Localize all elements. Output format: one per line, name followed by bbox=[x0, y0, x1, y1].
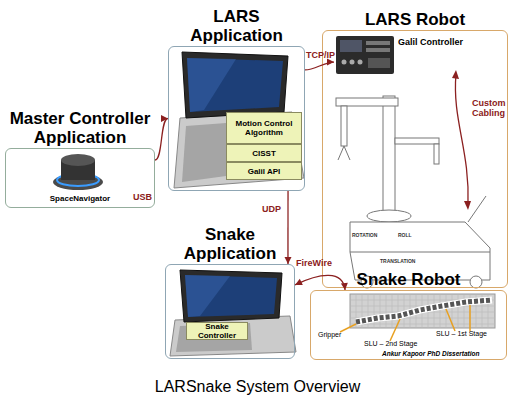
lars-laptop-illustration bbox=[187, 58, 283, 112]
galil-controller-illustration bbox=[340, 40, 362, 52]
galil-controller-illustration bbox=[342, 60, 347, 65]
connector-label: USB bbox=[133, 192, 152, 202]
controller-unit: Galil Controller bbox=[334, 33, 474, 77]
custom-cabling-wire bbox=[452, 70, 459, 79]
lars-laptop-illustration bbox=[187, 58, 236, 112]
lars-robot-illustration bbox=[350, 252, 490, 253]
snake-leader-lines bbox=[340, 324, 356, 332]
node-heading: Master Controller Application bbox=[0, 109, 165, 147]
lars-laptop-illustration bbox=[182, 52, 288, 118]
connector-label: FireWire bbox=[296, 258, 332, 268]
custom-cabling-wire bbox=[452, 70, 471, 210]
node-heading: LARS Application bbox=[184, 7, 289, 45]
galil-controller-illustration bbox=[336, 36, 394, 74]
spacenavigator-illustration bbox=[53, 154, 103, 190]
arrow-head bbox=[341, 283, 348, 290]
galil-controller-illustration bbox=[366, 48, 390, 52]
lars-robot-illustration bbox=[383, 96, 395, 216]
robot-box: LARS RobotGalil Controller bbox=[322, 30, 508, 288]
snake-robot-illustration bbox=[350, 294, 495, 328]
lars-robot-illustration bbox=[367, 210, 411, 222]
lars-robot-illustration bbox=[338, 146, 344, 160]
lars-robot-illustration bbox=[434, 144, 439, 164]
snake-leader-lines bbox=[446, 309, 455, 331]
part-label: SLU – 2nd Stage bbox=[364, 340, 417, 347]
snake-laptop-illustration bbox=[185, 275, 230, 317]
galil-controller-illustration bbox=[368, 58, 390, 68]
node-text: Motion Control Algorithm bbox=[228, 119, 300, 137]
connector-arrow bbox=[305, 59, 334, 70]
lars-robot-illustration bbox=[336, 96, 490, 288]
lars-robot-illustration bbox=[395, 138, 439, 144]
lars-laptop-illustration bbox=[182, 123, 226, 182]
arrow-head bbox=[295, 279, 303, 285]
node-heading: Snake Application bbox=[178, 225, 283, 263]
motion-label: TRANSLATION bbox=[380, 258, 415, 264]
node-text: Snake Controller bbox=[188, 322, 246, 340]
motion-label: ROLL bbox=[398, 232, 412, 238]
snake-leader-lines bbox=[469, 305, 471, 331]
lars-laptop-illustration bbox=[174, 112, 304, 188]
application-box: Master Controller ApplicationSpaceNaviga… bbox=[5, 148, 155, 208]
connector-label: TCP/IP bbox=[306, 50, 335, 60]
connector-label: UDP bbox=[262, 204, 281, 214]
snake-leader-lines bbox=[390, 319, 400, 341]
custom-cabling-wire bbox=[464, 201, 471, 210]
snake-robot-illustration bbox=[356, 300, 492, 322]
connector-line bbox=[305, 62, 334, 70]
part-label: SLU – 1st Stage bbox=[436, 330, 487, 337]
application-box: Snake ApplicationSnake Controller bbox=[165, 264, 295, 359]
snake-robot-illustration bbox=[350, 294, 495, 328]
node-text: Galil API bbox=[248, 167, 281, 176]
application-box: LARS ApplicationMotion Control Algorithm… bbox=[168, 46, 305, 191]
lars-robot-illustration bbox=[470, 276, 482, 288]
lars-laptop-illustration bbox=[174, 52, 304, 188]
snake-robot-illustration bbox=[350, 294, 495, 328]
figure-caption: LARSnake System Overview bbox=[0, 378, 515, 396]
node-heading: LARS Robot bbox=[340, 10, 490, 29]
node-text: CISST bbox=[252, 149, 276, 158]
part-label: Gripper bbox=[318, 331, 341, 338]
lars-robot-illustration bbox=[468, 196, 486, 222]
snake-laptop-illustration bbox=[170, 270, 296, 356]
snake-laptop-illustration bbox=[170, 316, 296, 356]
galil-controller-illustration bbox=[358, 60, 363, 65]
motion-label: ROTATION bbox=[352, 232, 377, 238]
galil-controller-illustration bbox=[366, 41, 390, 45]
software-layer-box: Galil API bbox=[226, 162, 302, 180]
snake-laptop-illustration bbox=[185, 275, 277, 317]
snake-laptop-illustration bbox=[176, 323, 252, 352]
software-layer-box: Motion Control Algorithm bbox=[226, 112, 302, 144]
galil-controller-illustration bbox=[336, 36, 394, 74]
arrow-head bbox=[161, 115, 168, 122]
connector-line bbox=[287, 191, 288, 264]
snake-laptop-illustration bbox=[180, 270, 282, 322]
galil-controller-illustration bbox=[350, 60, 355, 65]
snake-robot-illustration bbox=[356, 300, 492, 322]
connector-line bbox=[155, 119, 168, 161]
wire-label: Custom Cabling bbox=[472, 98, 508, 118]
node-heading: Snake Robot bbox=[334, 270, 484, 289]
spacenavigator-illustration bbox=[61, 154, 95, 166]
source-note: Ankur Kapoor PhD Dissertation bbox=[382, 350, 480, 357]
software-layer-box: Snake Controller bbox=[186, 322, 248, 340]
arrow-head bbox=[284, 257, 291, 264]
custom-cabling-wire bbox=[455, 74, 468, 205]
node-text: Galil Controller bbox=[398, 37, 463, 47]
connector-arrow bbox=[284, 191, 291, 264]
connector-arrow bbox=[155, 115, 168, 160]
software-layer-box: CISST bbox=[226, 144, 302, 162]
lars-robot-illustration bbox=[344, 146, 350, 160]
node-text: SpaceNavigator bbox=[6, 194, 154, 203]
robot-box: Snake Robot bbox=[310, 290, 507, 360]
lars-robot-illustration bbox=[341, 106, 347, 146]
lars-robot-illustration bbox=[336, 98, 398, 106]
